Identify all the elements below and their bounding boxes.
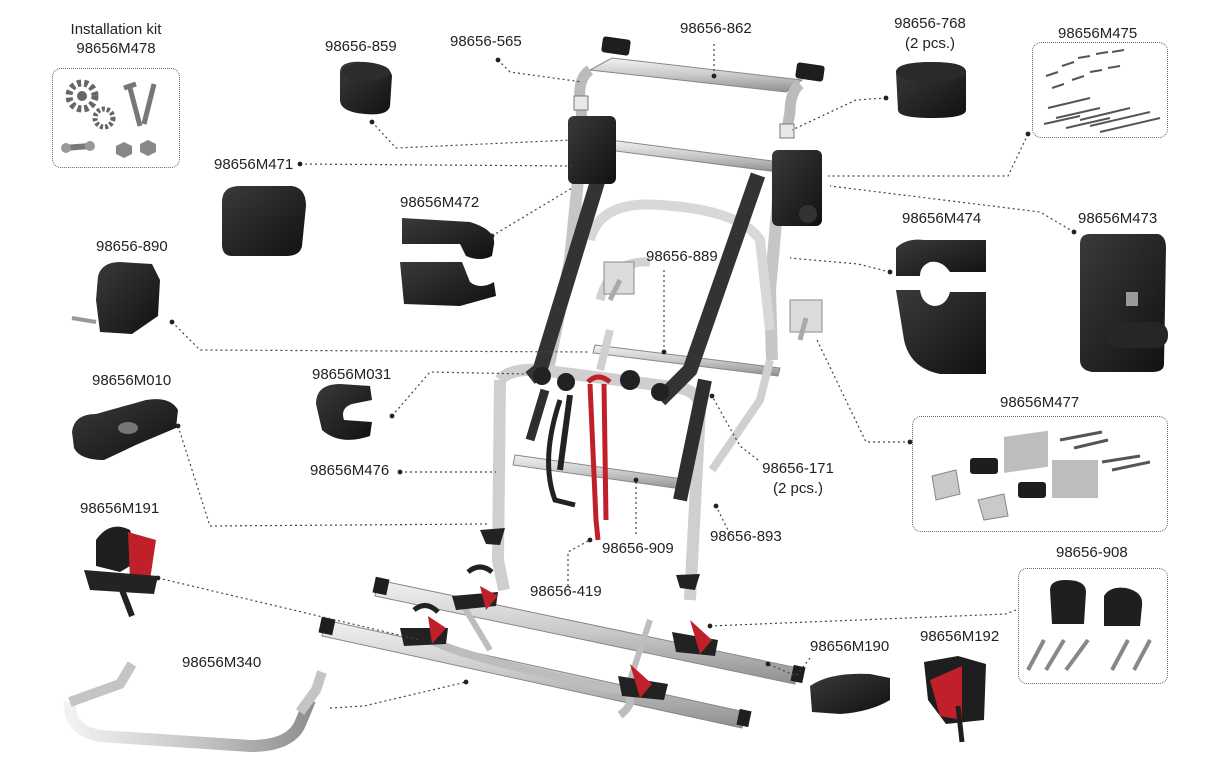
label-installation-kit: Installation kit xyxy=(70,21,162,38)
bike-rails xyxy=(318,564,806,729)
label-98656-890: 98656-890 xyxy=(96,238,168,255)
loop-bar-m340-shape xyxy=(63,661,327,753)
rack-frame xyxy=(480,36,825,601)
label-98656M476: 98656M476 xyxy=(310,462,390,479)
label-98656M190: 98656M190 xyxy=(810,638,890,655)
label-98656-889: 98656-889 xyxy=(646,248,718,265)
label-98656M471: 98656M471 xyxy=(214,156,294,173)
clamp-m474-shape xyxy=(896,239,986,276)
bearing-kit-908-shape xyxy=(1026,580,1152,672)
label-98656-893: 98656-893 xyxy=(710,528,782,545)
label-98656M473: 98656M473 xyxy=(1078,210,1158,227)
label-98656M191: 98656M191 xyxy=(80,500,160,517)
clip-m031-shape xyxy=(316,384,372,440)
label-98656-909: 98656-909 xyxy=(602,540,674,557)
label-98656M031: 98656M031 xyxy=(312,366,392,383)
label-98656-908: 98656-908 xyxy=(1056,544,1128,561)
clamp-m472-shape xyxy=(402,218,495,259)
label-98656-419: 98656-419 xyxy=(530,583,602,600)
leader-dots xyxy=(155,57,1077,685)
mount-kit-m477-shape xyxy=(931,430,1151,521)
label-98656-862: 98656-862 xyxy=(680,20,752,37)
label-98656-768: 98656-768 xyxy=(894,15,966,32)
label-98656-768-qty: (2 pcs.) xyxy=(904,35,955,52)
label-98656M477: 98656M477 xyxy=(1000,394,1080,411)
label-98656-565: 98656-565 xyxy=(450,33,522,50)
label-98656-171-qty: (2 pcs.) xyxy=(772,480,823,497)
label-98656M472: 98656M472 xyxy=(400,194,480,211)
label-98656-859: 98656-859 xyxy=(325,38,397,55)
installation-kit-box xyxy=(52,68,180,168)
installation-kit-icons xyxy=(61,79,157,158)
label-98656M010: 98656M010 xyxy=(92,372,172,389)
label-kit-code: 98656M478 xyxy=(76,40,156,57)
wheel-holder-m191-shape xyxy=(84,526,158,618)
kit-box-m477 xyxy=(912,416,1168,532)
label-98656M474: 98656M474 xyxy=(902,210,982,227)
label-98656M340: 98656M340 xyxy=(182,654,262,671)
cover-m471-shape xyxy=(222,186,306,256)
label-98656-171: 98656-171 xyxy=(762,460,834,477)
endcap-890-shape xyxy=(96,262,160,334)
label-98656M192: 98656M192 xyxy=(920,628,1000,645)
kit-box-908 xyxy=(1018,568,1168,684)
cover-m473-shape xyxy=(1080,234,1166,372)
kit-box-m475 xyxy=(1032,42,1168,138)
bolts-m475-shape xyxy=(1043,49,1161,133)
leader-lines xyxy=(157,44,1075,709)
wheel-holder-m192-shape xyxy=(924,656,986,743)
label-98656M475: 98656M475 xyxy=(1058,25,1138,42)
pad-m190-shape xyxy=(810,673,890,714)
